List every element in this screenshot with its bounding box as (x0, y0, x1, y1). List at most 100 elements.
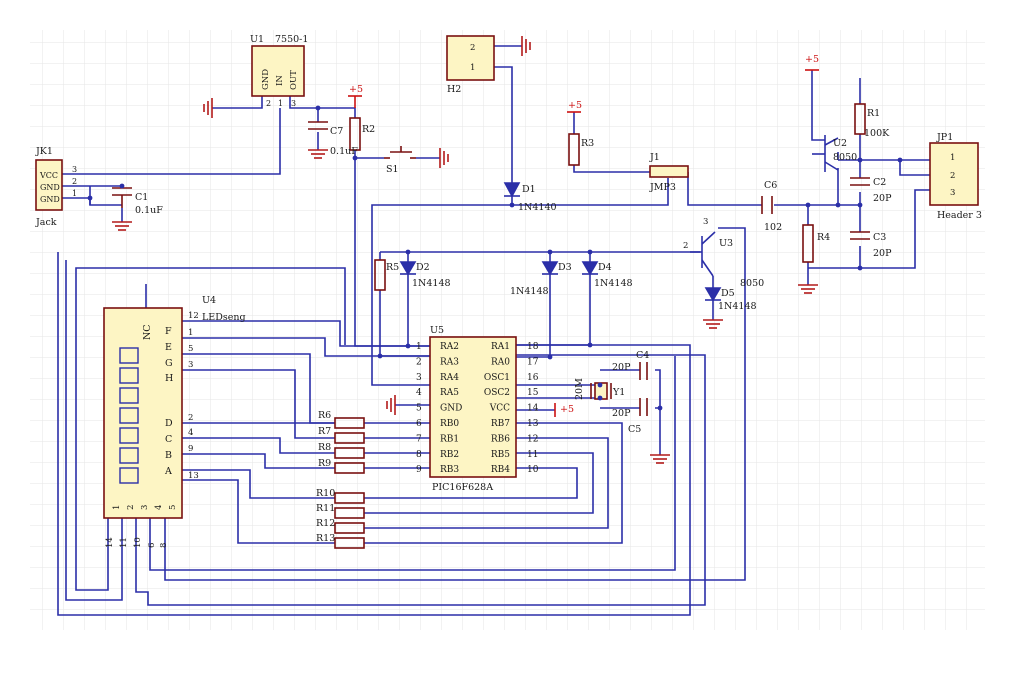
ground-icon (703, 319, 723, 329)
h2-body (446, 35, 495, 81)
u5-pin-number: 14 (527, 404, 539, 414)
capacitor-c7 (308, 121, 328, 130)
u5-pin-name: RB3 (440, 465, 459, 475)
jp1-pin-number: 2 (950, 171, 955, 181)
u5-pin-number: 9 (416, 465, 422, 475)
u4-bottom-pin: 5 (168, 505, 178, 510)
diode-d3 (541, 261, 559, 276)
resistor-label: R11 (316, 503, 335, 514)
resistor-r8 (334, 447, 365, 459)
u4-bottom-pin: 4 (154, 505, 164, 510)
y1-value: 20M (574, 378, 585, 400)
u3-ref: U3 (719, 238, 733, 249)
ground-icon (650, 454, 670, 464)
u5-pin-name: RA0 (491, 357, 510, 367)
c1-value: 0.1uF (135, 205, 163, 216)
u5-pin-name: VCC (489, 404, 510, 414)
u1-pin-label: IN (275, 75, 285, 86)
c6-value: 102 (764, 222, 782, 233)
transistor-u3 (690, 231, 716, 277)
u3-pin-number: 2 (683, 241, 688, 251)
jk1-pin-label: GND (40, 195, 60, 204)
resistor-r12 (334, 522, 365, 534)
u5-body (429, 336, 517, 478)
jk1-ref: JK1 (35, 146, 53, 157)
d3-value: 1N4148 (510, 286, 549, 297)
ground-symbols (112, 36, 818, 464)
u4-nc: NC (142, 324, 153, 340)
resistor-r6 (334, 417, 365, 429)
u5-pin-number: 11 (527, 450, 538, 460)
switch-s1 (384, 146, 416, 159)
u4-seg-label: H (165, 373, 173, 384)
u1-ref: U1 (250, 34, 264, 45)
u5-pin-number: 10 (527, 465, 539, 475)
u1-body (251, 45, 305, 97)
u4-seg-label: C (165, 434, 172, 445)
r1-value: 100K (864, 128, 890, 139)
jp1-ref: JP1 (936, 132, 953, 143)
resistor-label: R8 (318, 442, 331, 453)
u5-pin-name: RA3 (440, 357, 459, 367)
jk1-pin-label: GND (40, 183, 60, 192)
u5-pin-number: 16 (527, 373, 539, 383)
u5-pin-name: RB5 (491, 450, 510, 460)
ground-icon (386, 395, 396, 415)
u4-seg-label: A (164, 466, 172, 477)
u5-pin-name: GND (440, 404, 462, 414)
u5-pin-number: 12 (527, 434, 538, 444)
u5-pin-name: RB6 (491, 434, 510, 444)
u4-body (103, 307, 183, 519)
d1-ref: D1 (522, 184, 536, 195)
u4-seg-label: D (165, 418, 173, 429)
u5-pin-name: RB2 (440, 450, 459, 460)
u5-pin-name: RA2 (440, 342, 459, 352)
c3-value: 20P (873, 248, 892, 259)
u3-value: 8050 (740, 278, 764, 289)
u4-bottom-pin: 2 (126, 505, 136, 510)
u4-common-pin: 6 (147, 543, 157, 548)
diode-d5 (704, 287, 722, 302)
c5-ref: C5 (628, 424, 641, 435)
resistor-r9 (334, 462, 365, 474)
u1-value: 7550-1 (275, 34, 308, 45)
jk1-pin-number: 2 (72, 177, 77, 186)
u5-pin-number: 17 (527, 357, 539, 367)
resistor-r4 (802, 224, 814, 263)
capacitor-c2 (850, 177, 870, 186)
u5-value: PIC16F628A (432, 482, 493, 493)
resistor-label: R13 (316, 533, 335, 544)
u4-bottom-pin: 1 (112, 505, 122, 510)
u1-pin-number: 1 (278, 99, 283, 108)
u4-common-pin: 8 (159, 543, 169, 548)
u4-pin-number: 3 (188, 360, 193, 370)
u3-pin-number: 3 (703, 217, 708, 227)
u1-pin-label: OUT (289, 70, 299, 90)
d1-value: 1N4140 (518, 202, 557, 213)
c4-value: 20P (612, 362, 631, 373)
jp1-body (929, 142, 979, 206)
d2-ref: D2 (416, 262, 430, 273)
c5-value: 20P (612, 408, 631, 419)
u4-value: LEDseng (202, 312, 246, 323)
u5-pin-number: 2 (416, 357, 422, 367)
resistor-r13 (334, 537, 365, 549)
r5-ref: R5 (386, 262, 399, 273)
u1-pin-number: 2 (266, 99, 271, 108)
y1-ref: Y1 (612, 387, 625, 398)
u4-ref: U4 (202, 295, 216, 306)
c4-ref: C4 (636, 350, 649, 361)
u5-pin-name: OSC1 (484, 373, 510, 383)
capacitor-c3 (850, 231, 870, 240)
u4-pin-number: 2 (188, 413, 193, 423)
u4-pin-number: 5 (188, 344, 193, 354)
u5-pin-name: RB7 (491, 419, 510, 429)
schematic-grid (30, 30, 985, 630)
u4-seg-label: F (165, 326, 172, 337)
r3-ref: R3 (581, 138, 594, 149)
u5-pin-name: RA4 (440, 373, 459, 383)
resistor-label: R12 (316, 518, 335, 529)
u5-pin-number: 5 (416, 404, 422, 414)
